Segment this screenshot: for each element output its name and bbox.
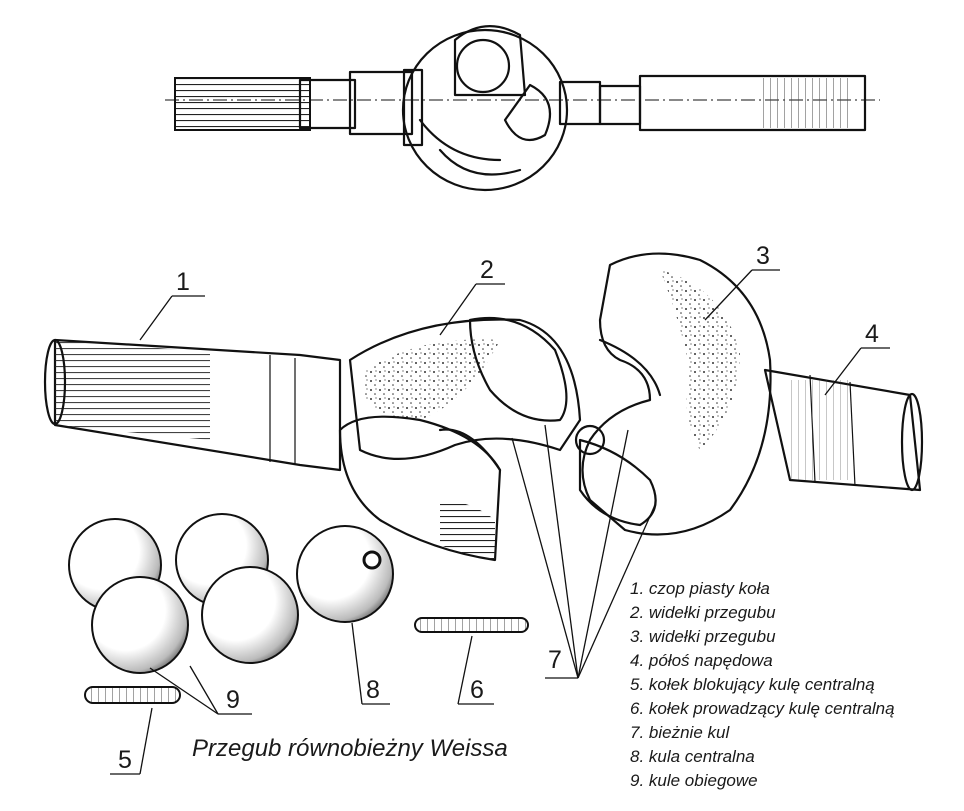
central-ball	[296, 525, 394, 623]
legend-item-2: 2. widełki przegubu	[629, 603, 776, 622]
fork-2	[338, 316, 582, 562]
callout-1: 1	[176, 268, 190, 296]
legend-item-8: 8. kula centralna	[630, 747, 755, 766]
callout-5: 5	[118, 746, 132, 774]
legend-item-9: 9. kule obiegowe	[630, 771, 758, 790]
legend-item-5: 5. kołek blokujący kulę centralną	[630, 675, 875, 694]
left-shaft	[43, 338, 342, 472]
callouts: 1 2 3 4 5 6 7 8 9	[110, 242, 890, 775]
legend-item-6: 6. kołek prowadzący kulę centralną	[630, 699, 895, 718]
right-shaft	[763, 368, 924, 492]
callout-4: 4	[865, 320, 879, 348]
orbit-ball	[91, 576, 189, 674]
orbit-ball	[201, 566, 299, 664]
legend-item-1: 1. czop piasty koła	[630, 579, 770, 598]
callout-6: 6	[470, 676, 484, 704]
legend: 1. czop piasty koła 2. widełki przegubu …	[629, 579, 895, 790]
fork-3	[574, 252, 772, 536]
callout-7: 7	[548, 646, 562, 674]
diagram-title: Przegub równobieżny Weissa	[192, 735, 508, 762]
legend-item-7: 7. bieżnie kul	[630, 723, 730, 742]
top-assembled-view	[165, 25, 880, 192]
callout-9: 9	[226, 686, 240, 714]
callout-3: 3	[756, 242, 770, 270]
legend-item-3: 3. widełki przegubu	[630, 627, 776, 646]
orbit-balls	[68, 513, 299, 674]
guide-pin-6	[414, 617, 529, 633]
callout-2: 2	[480, 256, 494, 284]
callout-8: 8	[366, 676, 380, 704]
legend-item-4: 4. półoś napędowa	[630, 651, 773, 670]
locking-pin-5	[84, 686, 181, 704]
